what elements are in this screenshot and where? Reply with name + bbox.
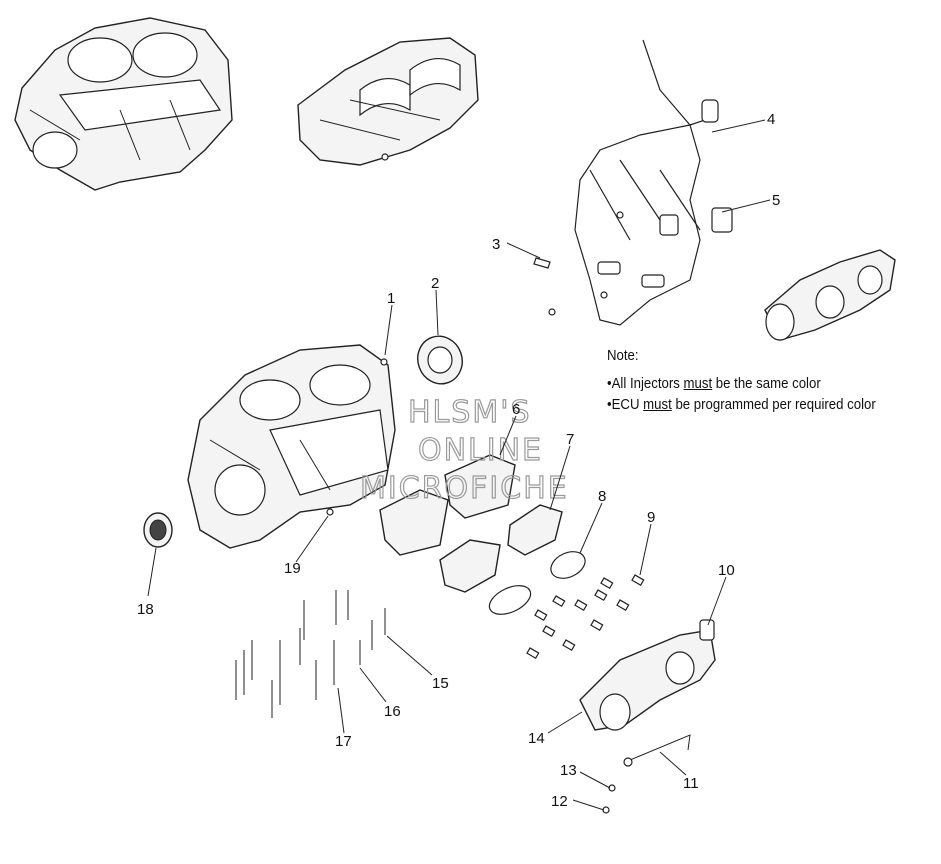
note-line-1-emphasis: must — [683, 375, 713, 392]
note-line-1: •All Injectors must be the same color — [607, 375, 821, 392]
watermark-line-1: HLSM'S — [408, 395, 532, 430]
callout-18: 18 — [137, 601, 154, 618]
note-line-2-suffix: be programmed per required color — [671, 396, 876, 413]
dowel-part-19 — [326, 508, 334, 516]
callout-19: 19 — [284, 560, 301, 577]
crankcase-top-left-illustration — [14, 17, 233, 191]
callout-9: 9 — [647, 509, 655, 526]
crankcase-top-middle-illustration — [297, 37, 479, 166]
note-title: Note: — [607, 347, 639, 364]
callout-16: 16 — [384, 703, 401, 720]
small-bolts-group — [526, 574, 645, 660]
seal-part-18 — [143, 512, 173, 548]
note-line-2-emphasis: must — [643, 396, 672, 413]
callout-12: 12 — [551, 793, 568, 810]
note-line-2: •ECU must be programmed per required col… — [607, 396, 876, 413]
seal-part-2 — [417, 335, 463, 385]
note-line-1-suffix: be the same color — [712, 375, 821, 392]
callout-15: 15 — [432, 675, 449, 692]
callout-3: 3 — [492, 236, 500, 253]
watermark: HLSM'S ONLINE MICROFICHE — [359, 394, 569, 506]
clamp-parts — [488, 551, 586, 615]
callout-2: 2 — [431, 275, 439, 292]
callout-7: 7 — [566, 431, 574, 448]
intake-adapter-parts — [439, 504, 563, 593]
watermark-line-2: ONLINE — [418, 433, 543, 468]
callout-leaders — [147, 119, 771, 811]
dowel-part-1 — [380, 358, 388, 366]
callout-11: 11 — [683, 775, 699, 792]
callout-17: 17 — [335, 733, 352, 750]
long-bolts-group — [235, 590, 386, 718]
callout-labels: 1 2 3 4 5 6 7 8 9 10 11 12 13 14 15 16 1… — [137, 111, 780, 810]
callout-5: 5 — [772, 192, 780, 209]
throttle-body-lower-illustration — [579, 619, 716, 731]
callout-13: 13 — [560, 762, 577, 779]
callout-8: 8 — [598, 488, 606, 505]
callout-6: 6 — [512, 401, 520, 418]
callout-4: 4 — [767, 111, 775, 128]
throttle-body-upper-illustration — [764, 249, 896, 341]
fuel-rail-harness-illustration — [533, 39, 733, 326]
note-line-2-prefix: •ECU — [607, 396, 644, 413]
callout-1: 1 — [387, 290, 395, 307]
watermark-line-3: MICROFICHE — [360, 471, 569, 506]
note-line-1-prefix: •All Injectors — [607, 375, 684, 392]
sensor-part-11 — [623, 734, 691, 767]
callout-14: 14 — [528, 730, 545, 747]
reed-valve-parts — [379, 454, 516, 556]
crankcase-main-illustration — [187, 344, 396, 549]
callout-10: 10 — [718, 562, 735, 579]
